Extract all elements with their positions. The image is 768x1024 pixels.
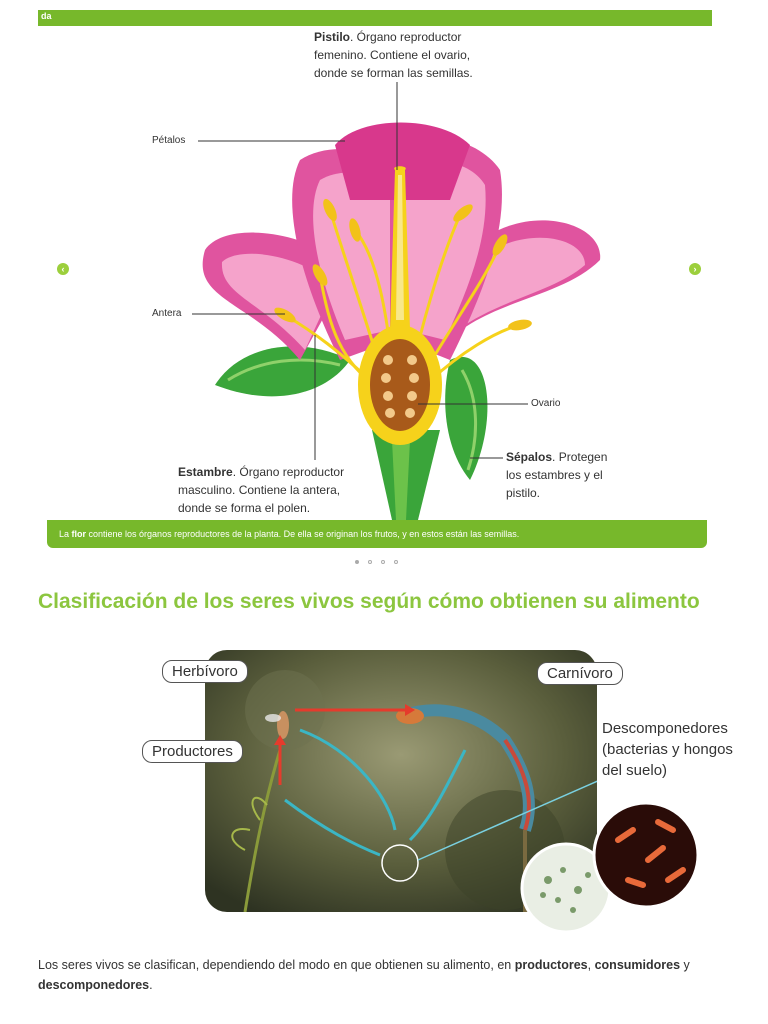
description-paragraph: Los seres vivos se clasifican, dependien…	[38, 958, 690, 992]
arrow-teal-3	[284, 798, 381, 857]
petalos-label: Pétalos	[152, 135, 186, 146]
ovario-label: Ovario	[531, 398, 561, 409]
flower-illustration	[192, 82, 601, 520]
carousel-dot[interactable]	[355, 560, 359, 564]
flower-caption: La flor contiene los órganos reproductor…	[47, 520, 707, 548]
chevron-right-icon[interactable]: ›	[689, 263, 701, 275]
chevron-left-icon[interactable]: ‹	[57, 263, 69, 275]
top-banner: da	[38, 10, 712, 26]
antera-label: Antera	[152, 308, 182, 319]
arrow-teal-2	[408, 749, 467, 842]
right-sepal	[445, 356, 488, 480]
sepalos-label: Sépalos. Protegen los estambres y el pis…	[506, 450, 608, 500]
pistilo-label: Pistilo. Órgano reproductor femenino. Co…	[314, 30, 473, 80]
top-petal	[335, 122, 470, 200]
carousel-dot[interactable]	[381, 560, 385, 564]
bacteria-microscope-circle	[592, 801, 700, 909]
carousel-dots	[355, 560, 398, 564]
carnivoro-label: Carnívoro	[537, 662, 623, 685]
herbivoro-label: Herbívoro	[162, 660, 248, 683]
insect	[277, 711, 289, 739]
carousel-dot[interactable]	[368, 560, 372, 564]
estambre-label: Estambre. Órgano reproductor masculino. …	[178, 465, 345, 515]
section-title: Clasificación de los seres vivos según c…	[38, 590, 700, 613]
carousel-dot[interactable]	[394, 560, 398, 564]
descomponedores-label: Descomponedores (bacterias y hongos del …	[602, 720, 733, 779]
left-sepal	[215, 346, 350, 397]
productores-label: Productores	[142, 740, 243, 763]
top-banner-text: da	[41, 11, 52, 21]
decomposer-circle	[381, 844, 419, 882]
plant-stem	[243, 749, 282, 912]
arrow-teal-1	[299, 728, 397, 831]
microscope-images	[520, 801, 700, 934]
